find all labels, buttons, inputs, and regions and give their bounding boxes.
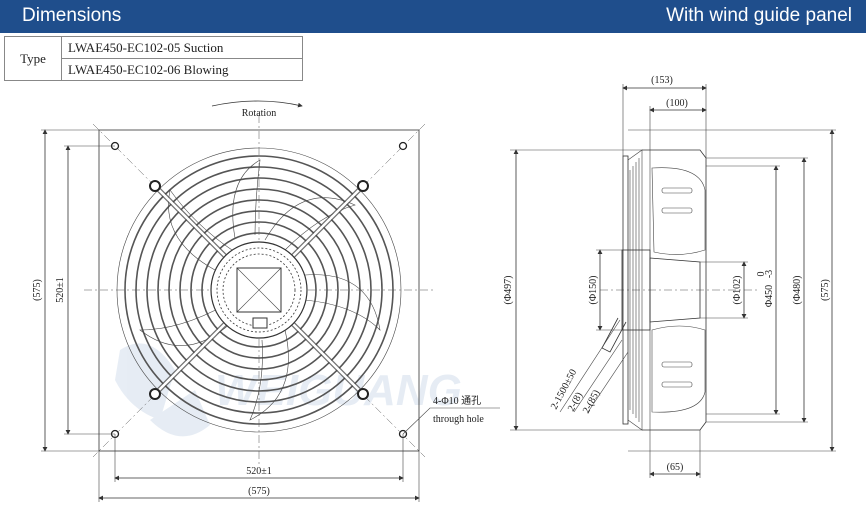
hole-leader [402, 407, 500, 435]
side-housing [642, 149, 707, 431]
header-right-title: With wind guide panel [666, 5, 852, 26]
spec-row: Type LWAE450-EC102-05 Suction [4, 36, 303, 81]
support-arms-inner [154, 185, 364, 395]
model-name: LWAE450-EC102-06 [68, 61, 181, 77]
grille-ring [146, 177, 372, 403]
spec-cell: LWAE450-EC102-06 Blowing [61, 58, 303, 81]
fan-blades [139, 159, 381, 421]
side-blade [651, 167, 706, 255]
cable-leader [587, 351, 629, 413]
dim-dia-102: (Φ102) [732, 276, 743, 305]
dim-depth-inner: (100) [666, 98, 688, 109]
grille-ring [201, 232, 317, 348]
cable-gland [252, 317, 268, 329]
dim-height-outer: (575) [32, 279, 43, 301]
dim-width-inner: 520±1 [246, 466, 272, 477]
grille-ring [168, 199, 350, 381]
side-cable [601, 317, 627, 353]
dim-width-outer: (575) [248, 486, 270, 497]
spec-row: LWAE450-EC102-06 Blowing [5, 58, 303, 81]
model-mode: Blowing [183, 61, 229, 77]
motor-fins [216, 247, 302, 333]
dim-dia-450-tol-lower: -3 [764, 270, 775, 278]
hole-note: 4-Φ10 通孔 [433, 395, 481, 407]
bolt [357, 180, 369, 192]
dim-dia-480: (Φ480) [792, 276, 803, 305]
outer-ring [116, 147, 402, 433]
front-view: Rotation (575) 520±1 520±1 (575) 4-Φ10 通… [32, 100, 500, 502]
header-left-title: Dimensions [22, 5, 122, 26]
rotation-arrow [211, 100, 303, 108]
dim-depth-outer: (153) [651, 75, 673, 86]
grille-ring [190, 221, 328, 359]
dim-dia-150: (Φ150) [588, 276, 599, 305]
dim-dia-497: (Φ497) [503, 276, 514, 305]
blade-slots [661, 187, 693, 388]
dim-dia-450: Φ450 [764, 285, 775, 307]
type-label: Type [4, 36, 62, 81]
dim-height-inner: 520±1 [55, 277, 66, 303]
grille-ring [124, 155, 394, 425]
dim-cable-85: 2-(85) [581, 388, 602, 415]
bolt [149, 388, 161, 400]
bolt [357, 388, 369, 400]
model-mode: Suction [183, 39, 224, 55]
header-bar: Dimensions With wind guide panel [0, 0, 866, 33]
side-blade [651, 325, 706, 413]
spec-table: Type LWAE450-EC102-05 Suction LWAE450-EC… [4, 36, 303, 81]
model-name: LWAE450-EC102-05 [68, 39, 181, 55]
bolt [149, 180, 161, 192]
side-plate [622, 155, 629, 425]
rotation-label: Rotation [242, 108, 276, 119]
side-view: (153) (100) (Φ497) (Φ150) (Φ102) Φ450 0 … [503, 75, 836, 478]
side-grille [627, 149, 643, 431]
cable-leader [573, 339, 623, 413]
grille-wires [629, 158, 640, 422]
dim-dia-450-tol-upper: 0 [756, 272, 767, 277]
mounting-hole [398, 141, 408, 151]
dim-height-575: (575) [820, 279, 831, 301]
dim-bottom-65: (65) [667, 462, 684, 473]
grille-ring [179, 210, 339, 370]
cable-leader [559, 319, 621, 413]
cover-cross [236, 267, 282, 313]
hole-note-en: through hole [433, 414, 484, 425]
